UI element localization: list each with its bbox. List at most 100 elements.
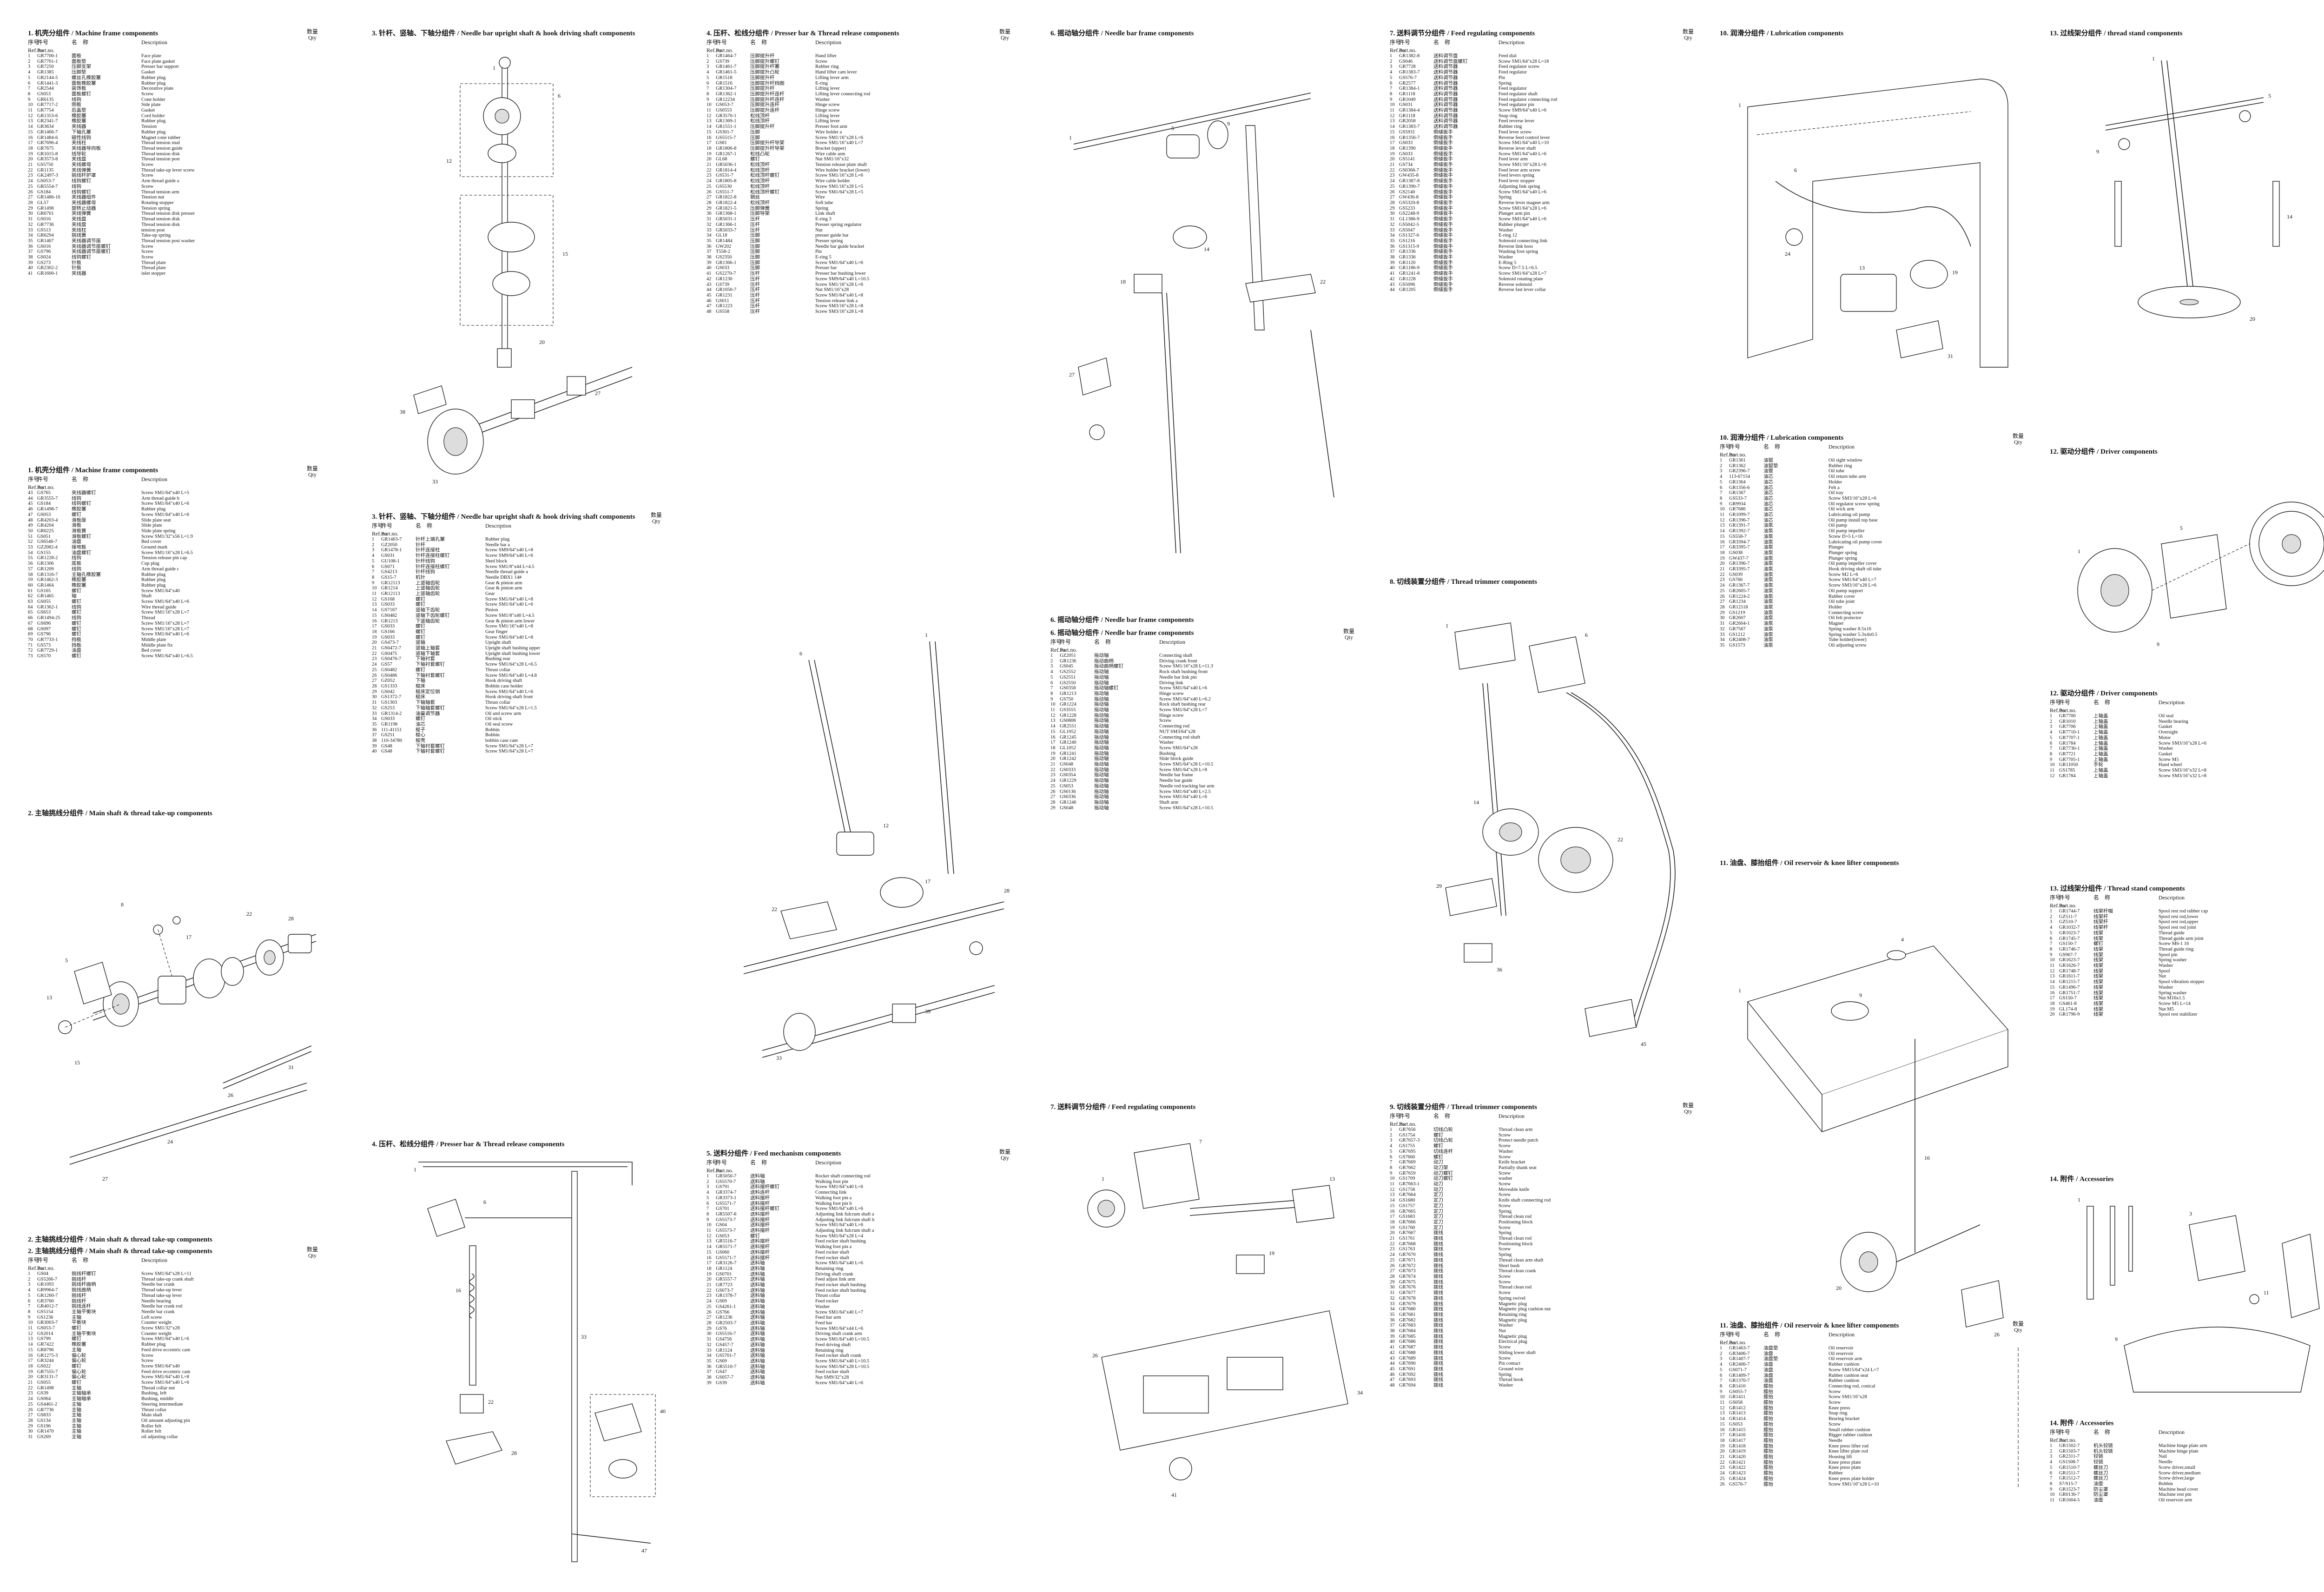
ref-no-cell: 14 (28, 124, 33, 130)
ref-no-cell: 8 (1390, 1165, 1393, 1170)
ref-no-cell: 16 (706, 135, 712, 140)
part-no-cell: GR2341-7 (37, 119, 58, 124)
description-cell: Oil pump impeller cover (1829, 561, 1877, 567)
part-no-cell: GR1229 (1060, 778, 1076, 784)
qty-cell: 1 (2017, 1434, 2020, 1440)
header-cell (1763, 452, 1829, 458)
part-no-cell: GR7700 (2059, 713, 2076, 719)
chinese-name-cell: 手轮 (2093, 762, 2103, 768)
chinese-name-cell: 膝抬 (1763, 1433, 1773, 1438)
chinese-name-cell: 压脚 (750, 260, 760, 265)
ref-no-cell: 64 (28, 604, 33, 610)
chinese-name-cell: 压脚导架 (750, 211, 770, 217)
qty-label: Qty (308, 471, 317, 478)
chinese-name-cell: 倒缝扳手 (1433, 249, 1453, 255)
header-cell: 件号 (1729, 1331, 1741, 1338)
svg-text:22: 22 (488, 1399, 494, 1405)
ref-no-cell: 46 (28, 507, 33, 512)
header-cell (72, 1265, 141, 1271)
chinese-name-cell: 上轴盖 (2093, 730, 2108, 735)
description-cell: Screw (1499, 1154, 1511, 1160)
chinese-name-cell: 摇动轴 (1094, 799, 1109, 805)
qty-label: Qty (1001, 1155, 1009, 1161)
chinese-name-cell: 上竖轴齿轮 (416, 580, 440, 586)
chinese-name-cell: 油壶 (2093, 1498, 2103, 1503)
part-no-cell: GR1124 (716, 1348, 733, 1353)
ref-no-cell: 6 (1390, 80, 1393, 86)
qty-label: 数量 (307, 465, 318, 472)
chinese-name-cell: 定刀 (1433, 1198, 1443, 1203)
part-no-cell: GS7660 (1399, 1154, 1415, 1160)
chinese-name-cell: 螺钉 (1433, 1143, 1443, 1149)
part-no-cell: GR7663-1 (1399, 1182, 1420, 1187)
ref-no-cell: 34 (372, 716, 377, 722)
description-cell: Oil tube joint (1829, 599, 1855, 605)
part-no-cell: GS5141 (1399, 157, 1415, 162)
ref-no-cell: 9 (706, 1217, 709, 1222)
ref-no-cell: 29 (706, 1326, 712, 1331)
chinese-name-cell: 螺钉 (72, 626, 81, 632)
ref-no-cell: 28 (28, 1418, 33, 1423)
ref-no-cell: 7 (28, 1304, 31, 1309)
ref-no-cell: 14 (706, 1244, 712, 1250)
description-cell: Partially shank seat (1499, 1165, 1537, 1170)
description-cell: Screw SM1/64"x28 L=7 (1499, 271, 1546, 277)
part-no-cell: GS739 (716, 282, 730, 287)
description-cell: Screw (141, 173, 154, 178)
chinese-name-cell: 拨线 (1433, 1328, 1443, 1334)
chinese-name-cell: 机针 (416, 575, 425, 580)
description-cell: Connecting shaft (1159, 653, 1193, 658)
part-no-cell: GR1118 (1399, 91, 1415, 97)
ref-no-cell: 10 (706, 102, 712, 108)
description-cell: Screw SM1/64"x28 L=18 (1499, 59, 1549, 64)
ref-no-cell: 14 (1390, 124, 1395, 130)
part-no-cell: GR7696-4 (37, 140, 58, 146)
main-shaft-diagram: 5 13 8 17 22 28 15 24 26 31 27 (28, 823, 325, 1222)
part-no-cell: GR1135 (37, 167, 54, 173)
part-no-cell: GR1511-7 (2059, 1470, 2080, 1476)
chinese-name-cell: 膝抬 (1763, 1449, 1773, 1454)
chinese-name-cell: 切线凸轮 (1433, 1138, 1453, 1143)
chinese-name-cell: 压杆 (750, 282, 760, 287)
ref-no-cell: 4 (2050, 1460, 2053, 1465)
chinese-name-cell: 送料摆杆 (750, 1211, 770, 1217)
description-cell: Connecting rod (1159, 724, 1190, 729)
ref-no-cell: 13 (1390, 1192, 1395, 1198)
part-no-cell: GR1411 (1729, 1394, 1746, 1400)
description-cell: Screw SM9/64"x40 L=8 (485, 548, 533, 553)
ref-no-cell: 5 (2050, 735, 2053, 740)
ref-no-cell: 16 (1050, 734, 1056, 740)
ref-no-cell: 11 (706, 1228, 712, 1234)
ref-no-cell: 20 (28, 1374, 33, 1380)
chinese-name-cell: 螺钉 (416, 596, 425, 602)
qty-cell: 1 (2017, 1483, 2020, 1488)
description-cell: Feed bar (815, 1320, 832, 1326)
chinese-name-cell: 下轴孔塞 (72, 129, 91, 135)
part-no-cell: GR1518 (716, 75, 733, 80)
part-no-cell: GS4461-2 (37, 1401, 58, 1407)
svg-text:1: 1 (1069, 134, 1072, 141)
ref-no-cell: 26 (28, 189, 33, 195)
description-cell: Screw (141, 244, 154, 249)
